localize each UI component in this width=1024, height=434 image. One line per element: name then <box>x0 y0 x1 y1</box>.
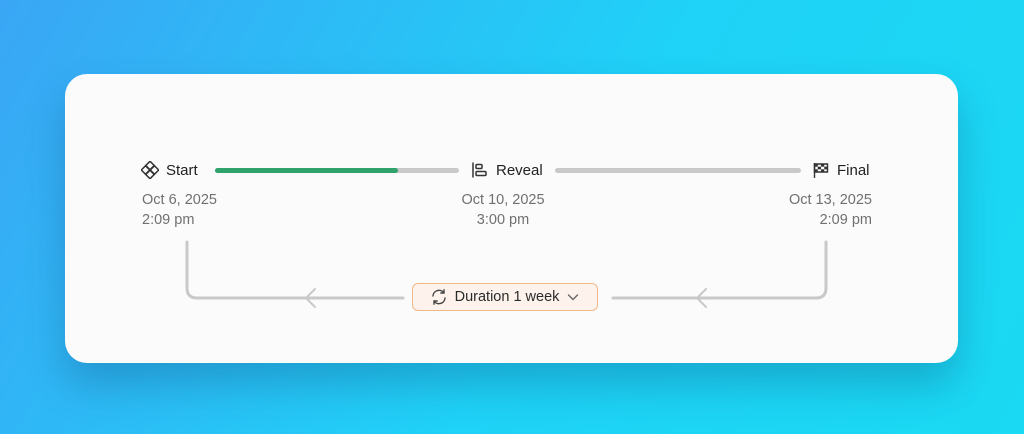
milestone-start-label: Start <box>166 161 198 179</box>
milestone-final-label: Final <box>837 161 870 179</box>
milestone-final-time: 2:09 pm <box>819 212 872 228</box>
align-left-bars-icon <box>470 160 490 180</box>
milestone-reveal[interactable]: Reveal <box>470 160 543 180</box>
arrow-left-icon <box>305 288 316 308</box>
duration-button[interactable]: Duration 1 week <box>412 283 598 311</box>
milestone-start[interactable]: Start <box>140 160 198 180</box>
progress-fill-start-reveal <box>215 168 398 173</box>
progress-track-reveal-final <box>555 168 801 173</box>
chevron-down-icon <box>566 288 580 306</box>
duration-label: Duration 1 week <box>454 289 560 305</box>
milestone-final[interactable]: Final <box>811 160 870 180</box>
milestone-reveal-time: 3:00 pm <box>476 212 530 228</box>
loop-connector <box>185 240 828 308</box>
diamonds-icon <box>140 160 160 180</box>
checkered-flag-icon <box>811 160 831 180</box>
repeat-icon <box>430 288 448 306</box>
milestone-reveal-date: Oct 10, 2025 <box>461 192 545 208</box>
timeline-card: Start Reveal <box>65 74 958 363</box>
milestone-start-datetime: Oct 6, 2025 2:09 pm <box>142 190 217 230</box>
milestone-reveal-datetime: Oct 10, 2025 3:00 pm <box>451 190 555 230</box>
arrow-left-icon <box>696 288 707 308</box>
milestone-final-datetime: Oct 13, 2025 2:09 pm <box>765 190 872 230</box>
milestone-start-time: 2:09 pm <box>142 212 195 228</box>
milestone-start-date: Oct 6, 2025 <box>142 192 217 208</box>
milestone-final-date: Oct 13, 2025 <box>788 192 872 208</box>
progress-track-start-reveal <box>215 168 459 173</box>
milestone-reveal-label: Reveal <box>496 161 543 179</box>
